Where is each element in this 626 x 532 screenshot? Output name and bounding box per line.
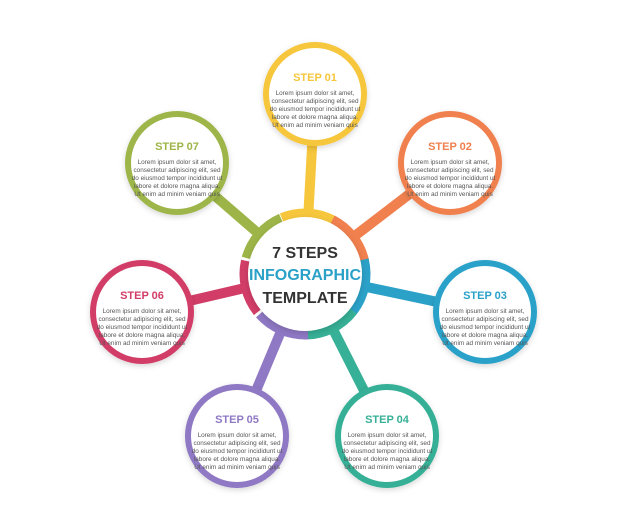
- step-1-circle: [269, 48, 361, 140]
- center-title-line3: TEMPLATE: [262, 290, 347, 307]
- connector-7: [209, 190, 266, 241]
- step-7-body: Lorem ipsum dolor sit amet,consectetur a…: [131, 159, 223, 199]
- step-5-body-line4: labore et dolore magna aliqua.: [193, 456, 281, 464]
- step-4-body-line2: consectetur adipiscing elit, sed: [343, 440, 431, 448]
- connector-4: [326, 321, 370, 397]
- center-title-line2: INFOGRAPHIC: [249, 267, 361, 284]
- step-1-title: STEP 01: [293, 72, 337, 84]
- step-2-body-line5: Ut enim ad minim veniam quis: [407, 191, 493, 199]
- center-title-line1: 7 STEPS: [272, 245, 338, 262]
- step-4-body-line4: labore et dolore magna aliqua.: [343, 456, 431, 464]
- step-3-body-line3: do eiusmod tempor incididunt ut: [439, 324, 531, 332]
- step-5-body-line3: do eiusmod tempor incididunt ut: [191, 448, 283, 456]
- ring-segment-5: [255, 311, 309, 340]
- step-4-body-line5: Ut enim ad minim veniam quis: [344, 464, 430, 472]
- step-3-title: STEP 03: [463, 290, 507, 302]
- step-5-circle: [191, 390, 283, 482]
- step-2-body-line3: do eiusmod tempor incididunt ut: [404, 175, 496, 183]
- step-3-body-line2: consectetur adipiscing elit, sed: [441, 316, 529, 324]
- step-7-title: STEP 07: [155, 141, 199, 153]
- step-7-body-line2: consectetur adipiscing elit, sed: [133, 167, 221, 175]
- step-6-body-line4: labore et dolore magna aliqua.: [98, 332, 186, 340]
- step-4-body: Lorem ipsum dolor sit amet,consectetur a…: [341, 432, 433, 472]
- step-1-body-line3: do eiusmod tempor incididunt ut: [269, 106, 361, 114]
- step-1-body-line1: Lorem ipsum dolor sit amet,: [275, 90, 355, 97]
- step-1-body-line2: consectetur adipiscing elit, sed: [271, 98, 359, 106]
- step-5-body: Lorem ipsum dolor sit amet,consectetur a…: [191, 432, 283, 472]
- step-2-body-line2: consectetur adipiscing elit, sed: [406, 167, 494, 175]
- connector-3: [357, 281, 442, 307]
- step-2-body-line4: labore et dolore magna aliqua.: [406, 183, 494, 191]
- step-1-body-line5: Ut enim ad minim veniam quis: [272, 122, 358, 130]
- step-7-body-line4: labore et dolore magna aliqua.: [133, 183, 221, 191]
- step-3-body-line5: Ut enim ad minim veniam quis: [442, 340, 528, 348]
- step-5-body-line2: consectetur adipiscing elit, sed: [193, 440, 281, 448]
- center-circle: [248, 217, 362, 331]
- step-3-body-line1: Lorem ipsum dolor sit amet,: [445, 308, 525, 315]
- step-2-title: STEP 02: [428, 141, 472, 153]
- step-2-body-line1: Lorem ipsum dolor sit amet,: [410, 159, 490, 166]
- center-ring: [239, 208, 371, 340]
- ring-segment-3: [349, 258, 371, 314]
- step-7-body-line5: Ut enim ad minim veniam quis: [134, 191, 220, 199]
- step-5-title: STEP 05: [215, 414, 259, 426]
- step-1-body-line4: labore et dolore magna aliqua.: [271, 114, 359, 122]
- step-1-body: Lorem ipsum dolor sit amet,consectetur a…: [269, 90, 361, 130]
- step-7-body-line1: Lorem ipsum dolor sit amet,: [137, 159, 217, 166]
- step-7-body-line3: do eiusmod tempor incididunt ut: [131, 175, 223, 183]
- connector-1: [303, 138, 318, 221]
- connector-6: [185, 282, 253, 306]
- step-6-title: STEP 06: [120, 290, 164, 302]
- ring-segment-4: [305, 308, 358, 340]
- step-6-body-line5: Ut enim ad minim veniam quis: [99, 340, 185, 348]
- step-4-body-line1: Lorem ipsum dolor sit amet,: [347, 432, 427, 439]
- step-3-circle: [439, 266, 531, 358]
- connector-5: [251, 323, 288, 395]
- step-3-body-line4: labore et dolore magna aliqua.: [441, 332, 529, 340]
- step-6-circle: [96, 266, 188, 358]
- step-5-body-line1: Lorem ipsum dolor sit amet,: [197, 432, 277, 439]
- step-7-circle: [131, 117, 223, 209]
- ring-segment-7: [241, 213, 283, 260]
- step-4-body-line3: do eiusmod tempor incididunt ut: [341, 448, 433, 456]
- connector-2: [346, 188, 416, 244]
- step-4-title: STEP 04: [365, 414, 410, 426]
- step-6-body-line2: consectetur adipiscing elit, sed: [98, 316, 186, 324]
- ring-segment-2: [330, 215, 370, 263]
- step-3-body: Lorem ipsum dolor sit amet,consectetur a…: [439, 308, 531, 348]
- step-6-body: Lorem ipsum dolor sit amet,consectetur a…: [96, 308, 188, 348]
- step-4-circle: [341, 390, 433, 482]
- step-5-body-line5: Ut enim ad minim veniam quis: [194, 464, 280, 472]
- ring-segment-6: [239, 259, 262, 316]
- step-6-body-line1: Lorem ipsum dolor sit amet,: [102, 308, 182, 315]
- step-2-body: Lorem ipsum dolor sit amet,consectetur a…: [404, 159, 496, 199]
- step-nodes: STEP 01 STEP 02 STEP 03 STEP 04 STEP 05 STEP …: [90, 42, 537, 488]
- step-6-body-line3: do eiusmod tempor incididunt ut: [96, 324, 188, 332]
- ring-segment-1: [279, 208, 337, 225]
- step-2-circle: [404, 117, 496, 209]
